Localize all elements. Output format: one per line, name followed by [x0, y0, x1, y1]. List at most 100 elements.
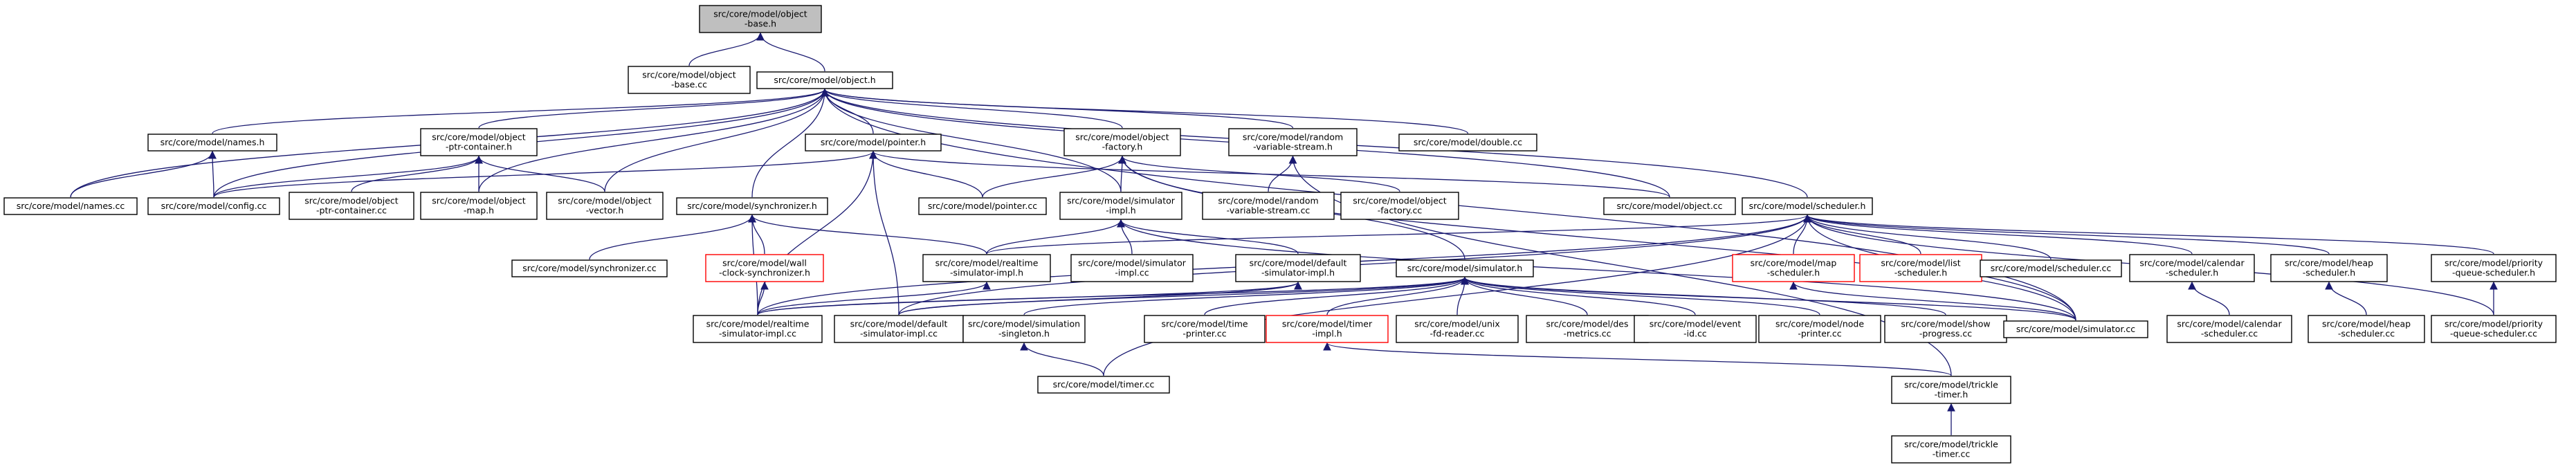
node-label: src/core/model/scheduler.h: [1749, 201, 1866, 211]
node-box: [693, 315, 823, 343]
node-des-metrics-cc[interactable]: src/core/model/des-metrics.cc: [1526, 315, 1649, 343]
edge-names-h-to-names-cc: [70, 150, 217, 198]
node-box: [1396, 259, 1534, 277]
node-heap-scheduler-h[interactable]: src/core/model/heap-scheduler.h: [2270, 254, 2388, 282]
node-pointer-h[interactable]: src/core/model/pointer.h: [805, 134, 942, 152]
node-map-scheduler-h[interactable]: src/core/model/map-scheduler.h: [1732, 254, 1855, 282]
node-simulation-singleton-h[interactable]: src/core/model/simulation-singleton.h: [962, 315, 1086, 343]
node-priority-queue-scheduler-h[interactable]: src/core/model/priority-queue-scheduler.…: [2431, 254, 2557, 282]
node-heap-scheduler-cc[interactable]: src/core/model/heap-scheduler.cc: [2308, 315, 2425, 343]
node-label: -id.cc: [1683, 329, 1707, 339]
node-names-cc[interactable]: src/core/model/names.cc: [3, 197, 138, 215]
node-label: -simulator-impl.cc: [860, 329, 938, 339]
node-node-printer-cc[interactable]: src/core/model/node-printer.cc: [1758, 315, 1881, 343]
node-box: [511, 259, 668, 277]
node-names-h[interactable]: src/core/model/names.h: [147, 134, 277, 152]
node-box: [705, 254, 824, 282]
node-label: -impl.h: [1106, 205, 1135, 216]
node-simulator-cc[interactable]: src/core/model/simulator.cc: [2003, 320, 2148, 338]
node-label: src/core/model/object: [1353, 196, 1446, 206]
node-label: src/core/model/random: [1218, 196, 1318, 206]
node-label: src/core/model/heap: [2285, 258, 2373, 268]
node-box: [147, 134, 277, 152]
node-random-variable-stream-cc[interactable]: src/core/model/random-variable-stream.cc: [1202, 192, 1335, 220]
edge-scheduler-h-to-list-scheduler-h: [1803, 214, 1921, 255]
node-realtime-simulator-impl-cc[interactable]: src/core/model/realtime-simulator-impl.c…: [693, 315, 823, 343]
node-object-vector-h[interactable]: src/core/model/object-vector.h: [546, 192, 664, 220]
node-label: -scheduler.cc: [2201, 329, 2258, 339]
node-box: [1037, 376, 1170, 394]
node-label: -base.h: [745, 19, 776, 29]
node-simulator-impl-cc[interactable]: src/core/model/simulator-impl.cc: [1070, 254, 1194, 282]
edge-simulator-h-to-time-printer-cc: [1204, 276, 1469, 315]
node-label: src/core/model/timer.cc: [1053, 379, 1155, 390]
node-calendar-scheduler-cc[interactable]: src/core/model/calendar-scheduler.cc: [2166, 315, 2292, 343]
node-label: src/core/model/names.cc: [17, 201, 125, 211]
node-box: [1228, 128, 1358, 156]
edge-calendar-scheduler-h-to-calendar-scheduler-cc: [2188, 281, 2230, 315]
node-time-printer-cc[interactable]: src/core/model/time-printer.cc: [1144, 315, 1266, 343]
node-synchronizer-cc[interactable]: src/core/model/synchronizer.cc: [511, 259, 668, 277]
node-wall-clock-synchronizer-h[interactable]: src/core/model/wall-clock-synchronizer.h: [705, 254, 824, 282]
node-box: [147, 197, 280, 215]
edge-pointer-h-to-pointer-cc: [869, 150, 983, 198]
node-unix-fd-reader-cc[interactable]: src/core/model/unix-fd-reader.cc: [1396, 315, 1519, 343]
edge-simulator-h-to-node-printer-cc: [1461, 276, 1820, 315]
edge-simulator-impl-h-to-realtime-simulator-impl-h: [986, 219, 1125, 255]
node-box: [420, 192, 538, 220]
node-object-ptr-container-h[interactable]: src/core/model/object-ptr-container.h: [420, 128, 538, 156]
node-label: -timer.h: [1935, 390, 1968, 400]
edge-object-ptr-container-h-to-object-ptr-container-cc: [351, 155, 483, 192]
edge-simulator-h-to-simulator-cc: [1461, 276, 2076, 321]
node-label: src/core/model/realtime: [706, 319, 810, 329]
node-object-factory-h[interactable]: src/core/model/object-factory.h: [1063, 128, 1181, 156]
node-box: [1859, 254, 1982, 282]
node-label: -simulator-impl.h: [950, 268, 1023, 278]
edge-scheduler-h-to-calendar-scheduler-h: [1803, 214, 2193, 255]
node-box: [1891, 435, 2011, 464]
node-double-cc[interactable]: src/core/model/double.cc: [1398, 134, 1537, 152]
node-default-simulator-impl-h[interactable]: src/core/model/default-simulator-impl.h: [1235, 254, 1361, 282]
node-box: [628, 66, 751, 94]
node-show-progress-cc[interactable]: src/core/model/show-progress.cc: [1884, 315, 2007, 343]
node-random-variable-stream-h[interactable]: src/core/model/random-variable-stream.h: [1228, 128, 1358, 156]
node-object-factory-cc[interactable]: src/core/model/object-factory.cc: [1340, 192, 1459, 220]
node-priority-queue-scheduler-cc[interactable]: src/core/model/priority-queue-scheduler.…: [2431, 315, 2557, 343]
edge-object-h-to-simulator-impl-h: [821, 88, 1122, 192]
node-object-cc[interactable]: src/core/model/object.cc: [1603, 197, 1736, 215]
node-label: -map.h: [464, 205, 494, 216]
node-trickle-timer-h[interactable]: src/core/model/trickle-timer.h: [1891, 376, 2011, 404]
node-simulator-h[interactable]: src/core/model/simulator.h: [1396, 259, 1534, 277]
edge-synchronizer-h-to-wall-clock-synchronizer-h: [748, 214, 765, 255]
node-scheduler-cc[interactable]: src/core/model/scheduler.cc: [1980, 259, 2122, 277]
node-label: src/core/model/object.h: [774, 75, 875, 85]
node-realtime-simulator-impl-h[interactable]: src/core/model/realtime-simulator-impl.h: [922, 254, 1051, 282]
node-box: [1980, 259, 2122, 277]
node-object-h[interactable]: src/core/model/object.h: [756, 71, 893, 89]
node-label: -ptr-container.h: [446, 142, 512, 152]
node-scheduler-h[interactable]: src/core/model/scheduler.h: [1742, 197, 1873, 215]
node-trickle-timer-cc[interactable]: src/core/model/trickle-timer.cc: [1891, 435, 2011, 464]
node-box: [805, 134, 942, 152]
node-simulator-impl-h[interactable]: src/core/model/simulator-impl.h: [1059, 192, 1182, 220]
node-event-id-cc[interactable]: src/core/model/event-id.cc: [1634, 315, 1757, 343]
node-label: src/core/model/simulator: [1078, 258, 1187, 268]
node-object-ptr-container-cc[interactable]: src/core/model/object-ptr-container.cc: [289, 192, 414, 220]
node-timer-impl-h[interactable]: src/core/model/timer-impl.h: [1266, 315, 1389, 343]
node-config-cc[interactable]: src/core/model/config.cc: [147, 197, 280, 215]
node-calendar-scheduler-h[interactable]: src/core/model/calendar-scheduler.h: [2129, 254, 2255, 282]
edge-simulator-h-to-simulation-singleton-h: [1023, 276, 1469, 315]
node-object-map-h[interactable]: src/core/model/object-map.h: [420, 192, 538, 220]
node-object-base-cc[interactable]: src/core/model/object-base.cc: [628, 66, 751, 94]
node-label: src/core/model/time: [1161, 319, 1248, 329]
node-pointer-cc[interactable]: src/core/model/pointer.cc: [918, 197, 1047, 215]
node-object-base-h[interactable]: src/core/model/object-base.h: [699, 5, 822, 33]
edge-scheduler-h-to-priority-queue-scheduler-h: [1803, 214, 2494, 255]
node-list-scheduler-h[interactable]: src/core/model/list-scheduler.h: [1859, 254, 1982, 282]
node-synchronizer-h[interactable]: src/core/model/synchronizer.h: [676, 197, 828, 215]
node-default-simulator-impl-cc[interactable]: src/core/model/default-simulator-impl.cc: [834, 315, 964, 343]
edge-object-h-to-synchronizer-h: [751, 88, 829, 198]
edge-synchronizer-h-to-synchronizer-cc: [589, 214, 756, 260]
node-timer-cc[interactable]: src/core/model/timer.cc: [1037, 376, 1170, 394]
